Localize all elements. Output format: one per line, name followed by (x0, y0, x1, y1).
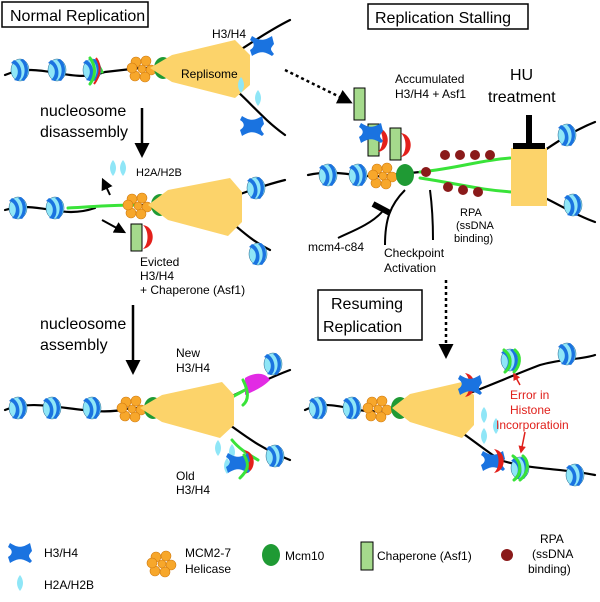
label-assembly-1: nucleosome (40, 316, 126, 333)
legend-helicase-icon (146, 550, 177, 578)
row1-normal-fork: H3/H4 Replisome (3, 18, 292, 137)
label-rpa-3: binding) (454, 233, 493, 245)
label-checkpoint-1: Checkpoint (384, 246, 445, 260)
legend-h3h4-icon (8, 543, 32, 563)
legend-h2ah2b-icon (17, 575, 23, 591)
label-replisome: Replisome (181, 67, 238, 81)
legend-h2ah2b-label: H2A/H2B (44, 578, 94, 592)
panel-title-stalling: Replication Stalling (375, 10, 511, 27)
legend-rpa-label-2: (ssDNA (532, 547, 573, 561)
legend-helicase-label-1: MCM2-7 (185, 546, 231, 560)
resuming-fork: Error in Histone Incorporatioin (303, 342, 597, 487)
replisome-arrow (172, 40, 250, 98)
label-rpa-1: RPA (460, 207, 482, 219)
panel-box-resuming (317, 289, 423, 341)
legend-h3h4-label: H3/H4 (44, 546, 78, 560)
label-old-2: H3/H4 (176, 483, 210, 497)
label-evicted-2: H3/H4 (140, 269, 174, 283)
label-rpa-2: (ssDNA (456, 220, 495, 232)
legend-mcm10-label: Mcm10 (285, 549, 325, 563)
legend-chaperone-label: Chaperone (Asf1) (377, 549, 472, 563)
label-disassembly-2: disassembly (40, 124, 128, 141)
legend-helicase-label-2: Helicase (185, 562, 231, 576)
label-new-2: H3/H4 (176, 361, 210, 375)
panel-title-normal: Normal Replication (10, 8, 145, 25)
label-hu-2: treatment (488, 89, 556, 106)
panel-box-stalling (367, 3, 529, 30)
label-h2ah2b: H2A/H2B (136, 167, 182, 179)
arrow-to-stalling (284, 68, 353, 104)
label-accumulated-2: H3/H4 + Asf1 (395, 87, 466, 101)
label-h3h4-top: H3/H4 (212, 27, 246, 41)
label-mcm4-c84: mcm4-c84 (308, 240, 364, 254)
stalled-replisome (511, 148, 547, 206)
legend: H3/H4 H2A/H2B MCM2-7 Helicase Mcm10 Chap… (8, 532, 573, 592)
row2-disassembly-fork: H2A/H2B Evicted H3/H4 + Chaperone (Asf1) (3, 160, 287, 297)
label-accumulated-1: Accumulated (395, 72, 464, 86)
legend-rpa-label-1: RPA (540, 532, 564, 546)
legend-mcm10-icon (262, 544, 280, 566)
panel-title-resuming-1: Resuming (331, 296, 403, 313)
label-error-3: Incorporatioin (496, 418, 569, 432)
label-evicted-3: + Chaperone (Asf1) (140, 283, 245, 297)
panel-box-normal (1, 1, 149, 28)
label-assembly-2: assembly (40, 337, 108, 354)
label-evicted-1: Evicted (140, 255, 179, 269)
label-new-1: New (176, 346, 200, 360)
legend-chaperone-icon (360, 541, 374, 571)
label-error-1: Error in (510, 388, 549, 402)
label-disassembly-1: nucleosome (40, 103, 126, 120)
label-checkpoint-2: Activation (384, 261, 436, 275)
panel-title-resuming-2: Replication (323, 319, 402, 336)
legend-rpa-icon (501, 549, 513, 561)
stalling-fork: Accumulated H3/H4 + Asf1 HU treatment RP… (306, 67, 597, 275)
label-error-2: Histone (510, 403, 551, 417)
row3-assembly-fork: New H3/H4 Old H3/H4 (3, 346, 292, 497)
label-old-1: Old (176, 469, 195, 483)
label-hu-1: HU (510, 67, 533, 84)
legend-rpa-label-3: binding) (528, 562, 571, 576)
